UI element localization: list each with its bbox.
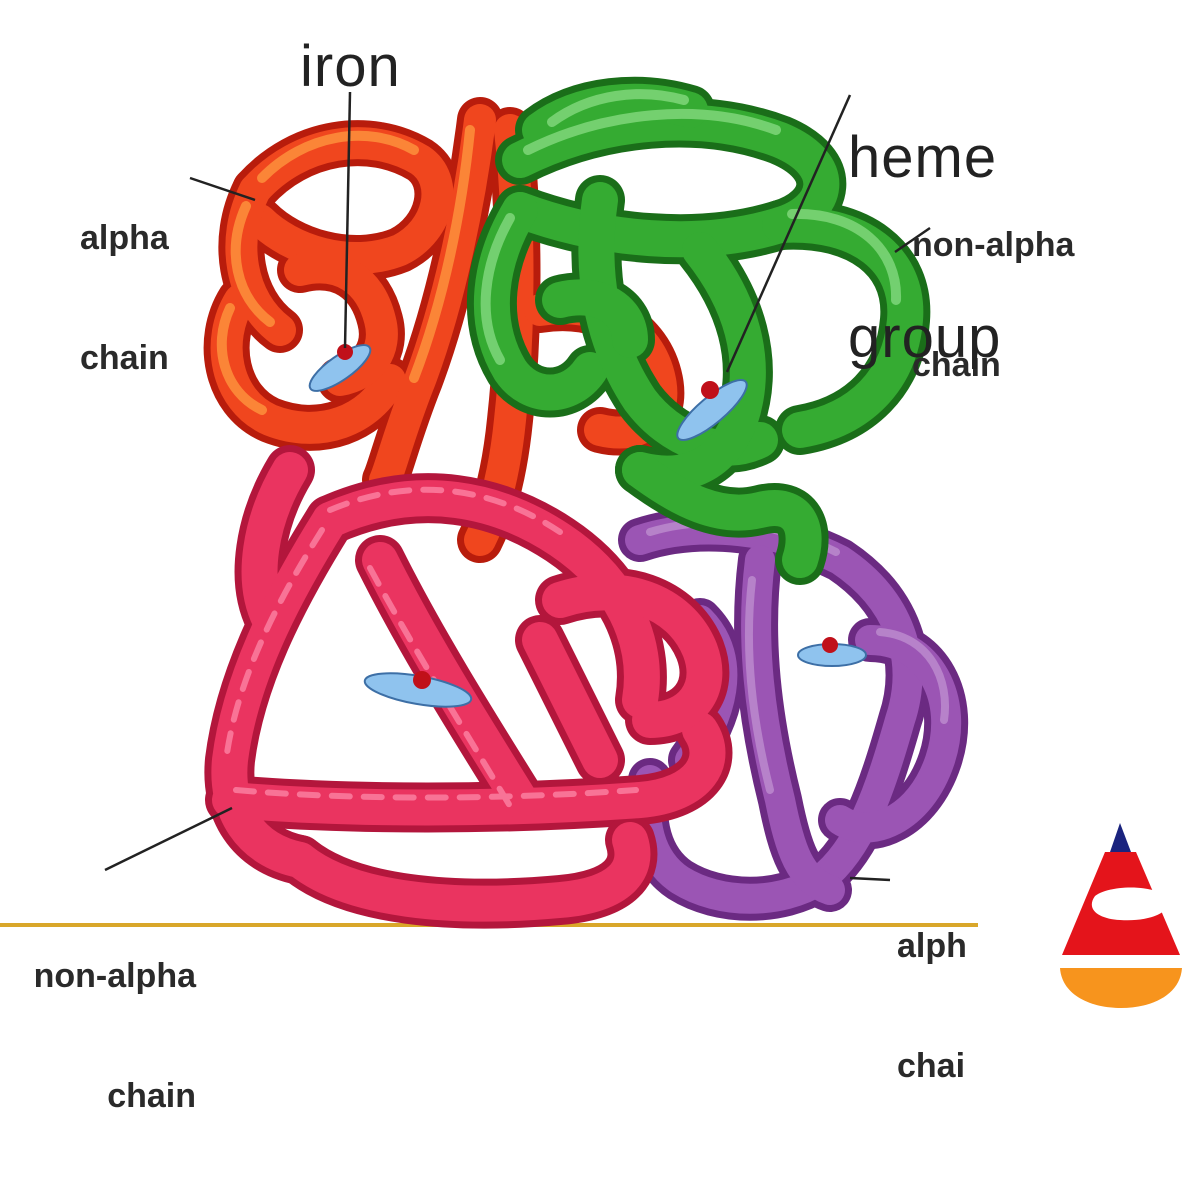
label-alpha-chain-bottom: alph chai [897, 846, 975, 1166]
leader-line-non-alpha-chain-bottom [105, 808, 232, 870]
hemoglobin-diagram: alpha chain non-alpha chain iron heme gr… [0, 0, 1185, 1009]
label-heme-group-line2: group [848, 308, 1001, 368]
label-alpha-chain-top: alpha chain [80, 138, 169, 458]
label-non-alpha-chain-bottom: non-alpha chain [12, 876, 196, 1196]
leader-line-alpha-chain-bottom [850, 878, 890, 880]
label-non-alpha-chain-bottom-line1: non-alpha [12, 956, 196, 996]
label-non-alpha-chain-bottom-line2: chain [12, 1076, 196, 1116]
label-alpha-chain-top-line1: alpha [80, 218, 169, 258]
label-heme-group: heme group [848, 8, 1001, 488]
label-alpha-chain-bottom-line1: alph [897, 926, 975, 966]
label-heme-group-line1: heme [848, 128, 1001, 188]
label-iron: iron [300, 38, 401, 96]
label-alpha-chain-top-line2: chain [80, 338, 169, 378]
label-alpha-chain-bottom-line2: chai [897, 1046, 975, 1086]
turkey-map-drop-logo [1060, 823, 1182, 1008]
